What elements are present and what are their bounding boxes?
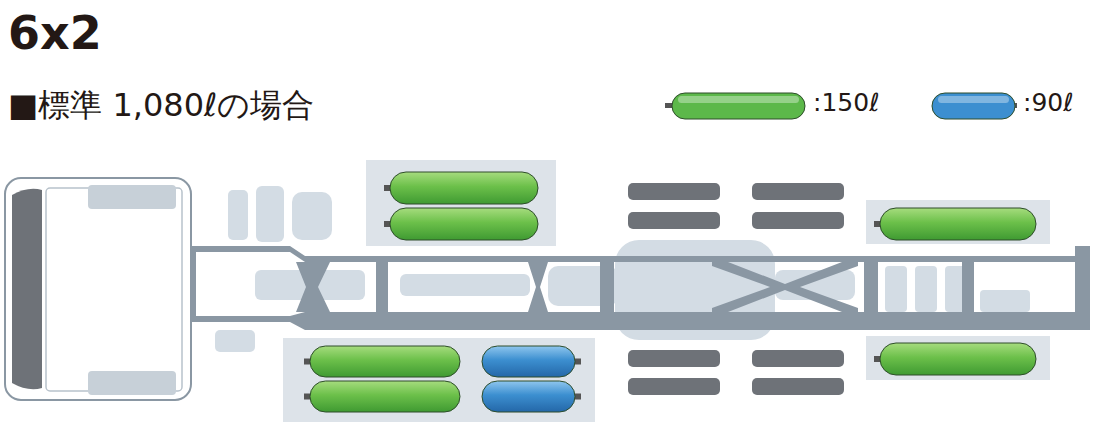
title: 6x2 [8, 8, 102, 59]
tank-valve [384, 221, 390, 227]
tank-valve [304, 359, 310, 365]
subtitle: ■標準 1,080ℓの場合 [8, 88, 314, 123]
frame [185, 246, 1090, 330]
gas-tank [304, 381, 460, 412]
tank-body [482, 346, 575, 377]
tank-valve [575, 359, 581, 365]
gas-tank [874, 208, 1036, 240]
wheel [628, 183, 844, 395]
tank-body [390, 172, 538, 204]
tank-panel [283, 160, 1050, 422]
gas-tank [384, 208, 538, 240]
tank-valve [665, 103, 672, 108]
tank-valve [874, 356, 880, 362]
tank-body [390, 208, 538, 240]
tank-body [482, 381, 575, 412]
tank-body [880, 208, 1036, 240]
legend-label: :150ℓ [813, 89, 879, 117]
gas-tank [482, 381, 581, 412]
tank-body [672, 93, 805, 119]
legend-swatch [924, 92, 1017, 120]
tank-valve [874, 221, 880, 227]
tank-valve [384, 185, 390, 191]
tank-valve [575, 394, 581, 400]
tank-valve [304, 394, 310, 400]
legend-label: :90ℓ [1023, 89, 1074, 117]
gas-tank [304, 346, 460, 377]
tank-highlight [678, 96, 799, 103]
tank-highlight [938, 96, 1009, 103]
gas-tank [384, 172, 538, 204]
tank-body [932, 93, 1015, 119]
gas-tank [482, 346, 581, 377]
tank-body [880, 343, 1036, 375]
tank-body [310, 381, 460, 412]
gas-tank [874, 343, 1036, 375]
cab [5, 178, 191, 400]
legend-swatch [664, 92, 807, 120]
tank-body [310, 346, 460, 377]
